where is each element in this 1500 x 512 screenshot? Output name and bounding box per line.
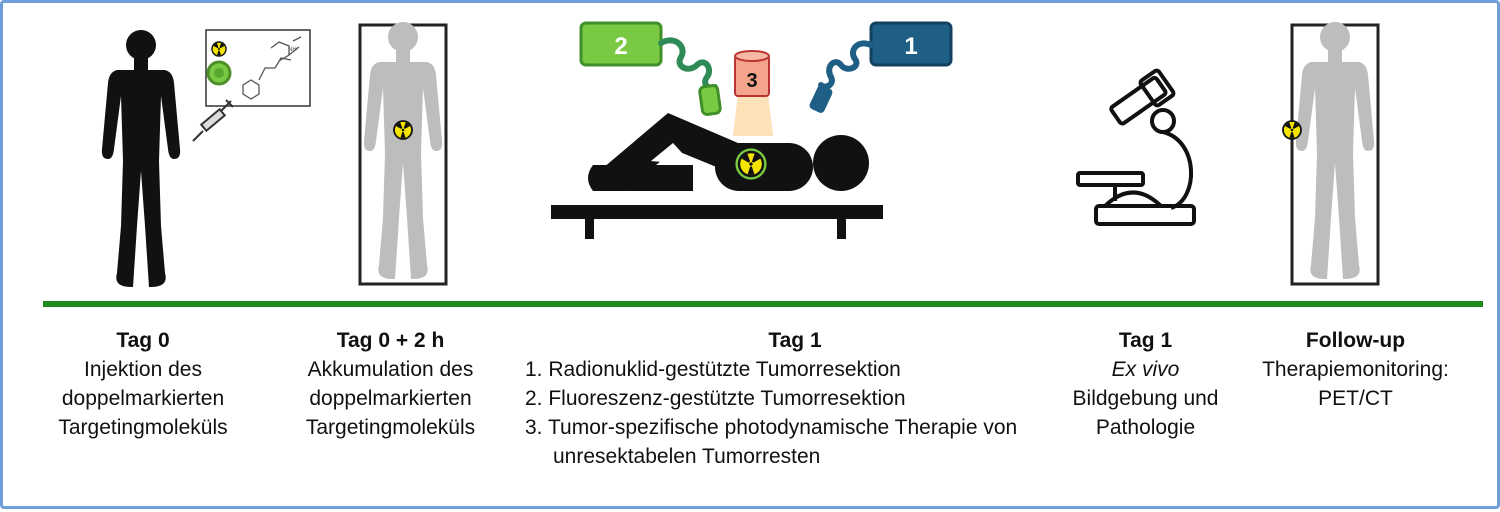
stage-3-line-2: Pathologie: [1095, 416, 1196, 439]
surgery-scene: 3 2 1: [551, 21, 953, 239]
stage-4-line-1: Therapiemonitoring:: [1262, 358, 1449, 381]
stage-3-line-1: Bildgebung und: [1072, 387, 1219, 410]
stage-2-steps: 1. Radionuklid-gestützte Tumorresektion …: [525, 355, 1065, 471]
timeline: [43, 301, 1483, 307]
svg-text:NH: NH: [288, 47, 297, 53]
stage-1-line-3: Targetingmoleküls: [305, 416, 476, 439]
stage-0-line-2: doppelmarkierten: [61, 387, 225, 410]
follow-up-panel: [1282, 22, 1380, 286]
stage-2-step-2: 2. Fluoreszenz-gestützte Tumorresektion: [525, 387, 906, 410]
stage-0-label: Tag 0 Injektion des doppelmarkierten Tar…: [33, 326, 253, 442]
light-source-icon: 3: [733, 50, 773, 136]
tumor-radiation-icon: [735, 148, 767, 180]
stage-4-title: Follow-up: [1305, 329, 1406, 352]
gamma-probe-icon: 1: [809, 21, 953, 113]
syringe-icon: [192, 99, 234, 142]
stage-1-label: Tag 0 + 2 h Akkumulation des doppelmarki…: [268, 326, 513, 442]
stage-0-line-1: Injektion des: [84, 358, 202, 381]
stage-0-title: Tag 0: [116, 329, 170, 352]
accumulation-panel: [358, 22, 448, 286]
radiation-icon: [393, 120, 413, 140]
probe-2-label: 2: [614, 33, 627, 60]
stage-1-title: Tag 0 + 2 h: [336, 329, 445, 352]
patient-silhouette-icon: [101, 30, 181, 287]
workflow-diagram: NH 3: [43, 21, 1483, 307]
fluorescence-camera-icon: 2: [579, 21, 722, 116]
radiation-icon: [1282, 120, 1302, 140]
patient-on-table-icon: [588, 113, 869, 191]
stage-3-italic: Ex vivo: [1111, 358, 1180, 381]
stage-2-title: Tag 1: [768, 329, 822, 352]
stage-3-title: Tag 1: [1118, 329, 1173, 352]
molecule-icon: NH: [205, 29, 311, 107]
stage-1-line-1: Akkumulation des: [307, 358, 474, 381]
stage-2-step-3: 3. Tumor-spezifische photodynamische The…: [525, 416, 1018, 468]
stage-0-line-3: Targetingmoleküls: [58, 416, 228, 439]
stage-2-step-1: 1. Radionuklid-gestützte Tumorresektion: [525, 358, 901, 381]
probe-1-label: 1: [904, 33, 917, 60]
lamp-label: 3: [746, 70, 757, 92]
microscope-icon: [1076, 68, 1196, 226]
stage-4-label: Follow-up Therapiemonitoring: PET/CT: [1233, 326, 1478, 413]
stage-3-label: Tag 1 Ex vivo Bildgebung und Pathologie: [1043, 326, 1248, 442]
stage-1-line-2: doppelmarkierten: [309, 387, 472, 410]
stage-2-label: Tag 1 1. Radionuklid-gestützte Tumorrese…: [525, 326, 1065, 471]
stage-4-line-2: PET/CT: [1318, 387, 1393, 410]
